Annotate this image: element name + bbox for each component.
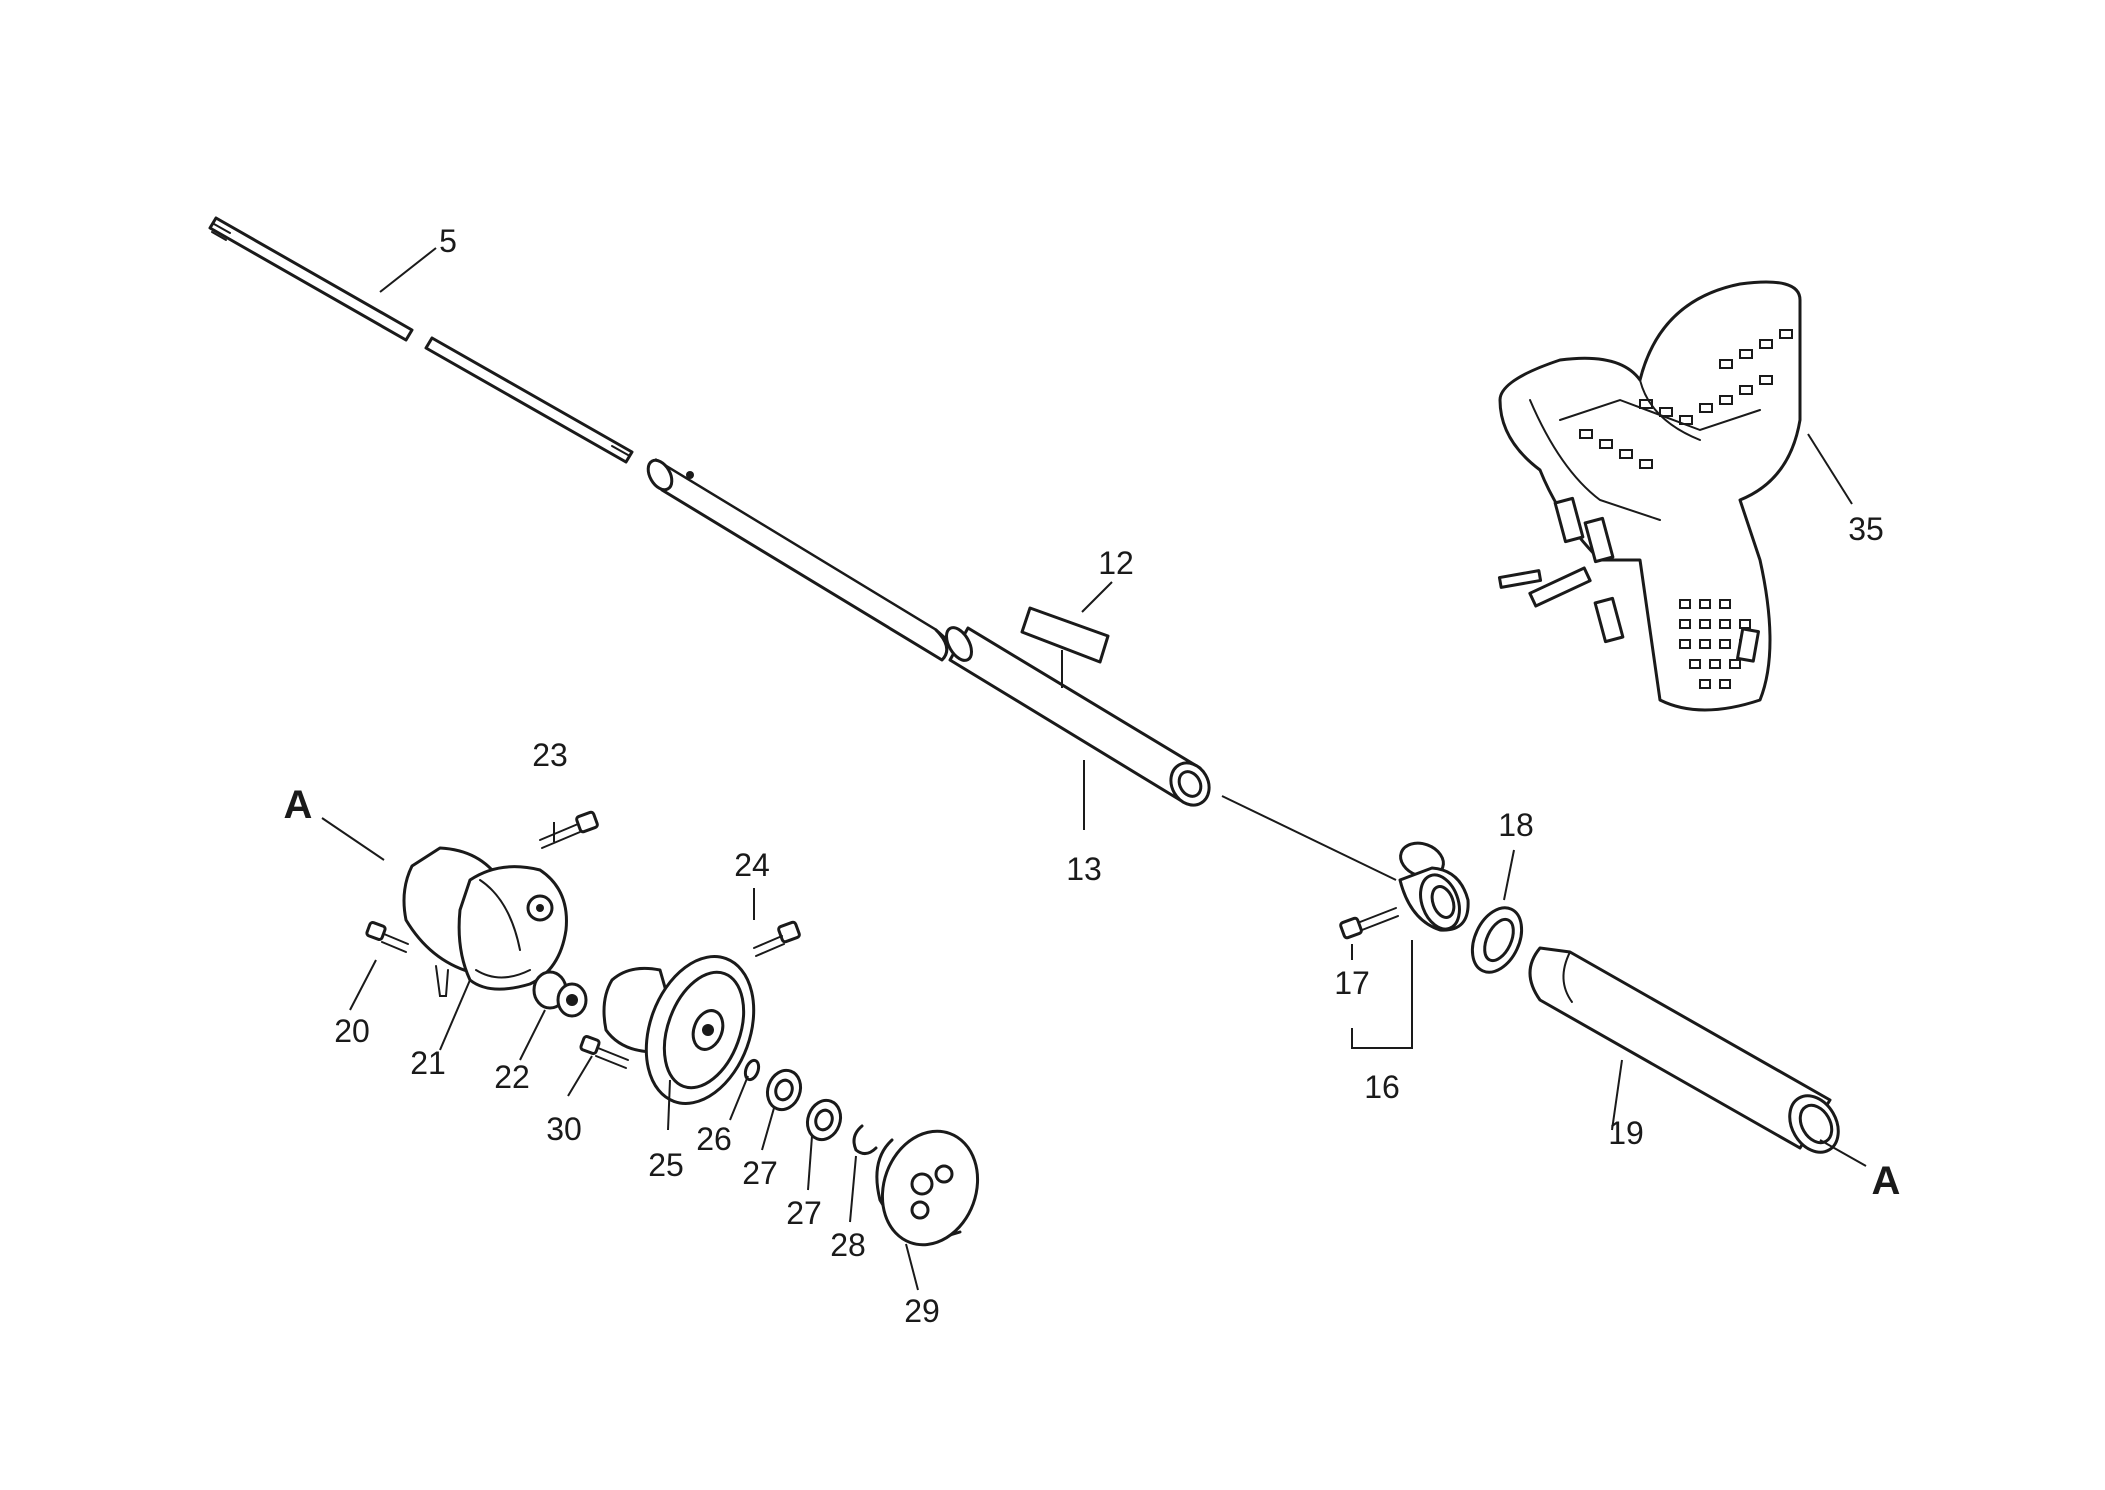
- callout-22: 22: [494, 1059, 530, 1095]
- screw-part-24: [753, 920, 801, 957]
- screw-part-23: [539, 810, 599, 849]
- callout-28: 28: [830, 1227, 866, 1263]
- drive-shaft-part-5: [208, 216, 634, 464]
- ring-part-18: [1470, 906, 1524, 974]
- reference-a-left: A: [284, 783, 313, 827]
- callout-13: 13: [1066, 851, 1102, 887]
- callout-16: 16: [1364, 1069, 1400, 1105]
- harness-buckles: [1497, 496, 1760, 663]
- reference-a-right: A: [1872, 1159, 1901, 1203]
- callout-26: 26: [696, 1121, 732, 1157]
- callout-17: 17: [1334, 965, 1370, 1001]
- clamp-part-16: [1398, 841, 1470, 932]
- drive-tube: [646, 458, 956, 662]
- circlip-part-28: [852, 1124, 878, 1155]
- callout-5: 5: [439, 223, 457, 259]
- flange-housing-part-25: [602, 955, 756, 1105]
- bearing-part-27b: [805, 1098, 843, 1142]
- bolt-part-17: [1339, 907, 1399, 940]
- callout-30: 30: [546, 1111, 582, 1147]
- label-part-12: [1020, 606, 1110, 688]
- bearing-part-27a: [765, 1068, 803, 1112]
- screw-part-20: [365, 921, 409, 953]
- handle-tube-part-19: [1528, 946, 1840, 1154]
- callout-21: 21: [410, 1045, 446, 1081]
- callouts: 5 12 13 16 17 18 19 35 20 21 22 23 24 30…: [284, 223, 1901, 1329]
- callout-24: 24: [734, 847, 770, 883]
- harness-mesh: [1579, 329, 1793, 689]
- leader-lines: [321, 247, 1867, 1291]
- callout-27a: 27: [742, 1155, 778, 1191]
- screw-part-30: [579, 1035, 629, 1069]
- callout-25: 25: [648, 1147, 684, 1183]
- callout-19: 19: [1608, 1115, 1644, 1151]
- callout-12: 12: [1098, 545, 1134, 581]
- tube-part-13: [945, 626, 1211, 807]
- callout-23: 23: [532, 737, 568, 773]
- callout-35: 35: [1848, 511, 1884, 547]
- callout-20: 20: [334, 1013, 370, 1049]
- callout-29: 29: [904, 1293, 940, 1329]
- callout-18: 18: [1498, 807, 1534, 843]
- gear-housing-part-21: [402, 846, 568, 997]
- callout-27b: 27: [786, 1195, 822, 1231]
- clutch-drum-part-29: [875, 1129, 980, 1247]
- harness-part-35: [1497, 280, 1802, 712]
- clip-part-26: [743, 1058, 761, 1082]
- bushing-part-22: [532, 970, 588, 1018]
